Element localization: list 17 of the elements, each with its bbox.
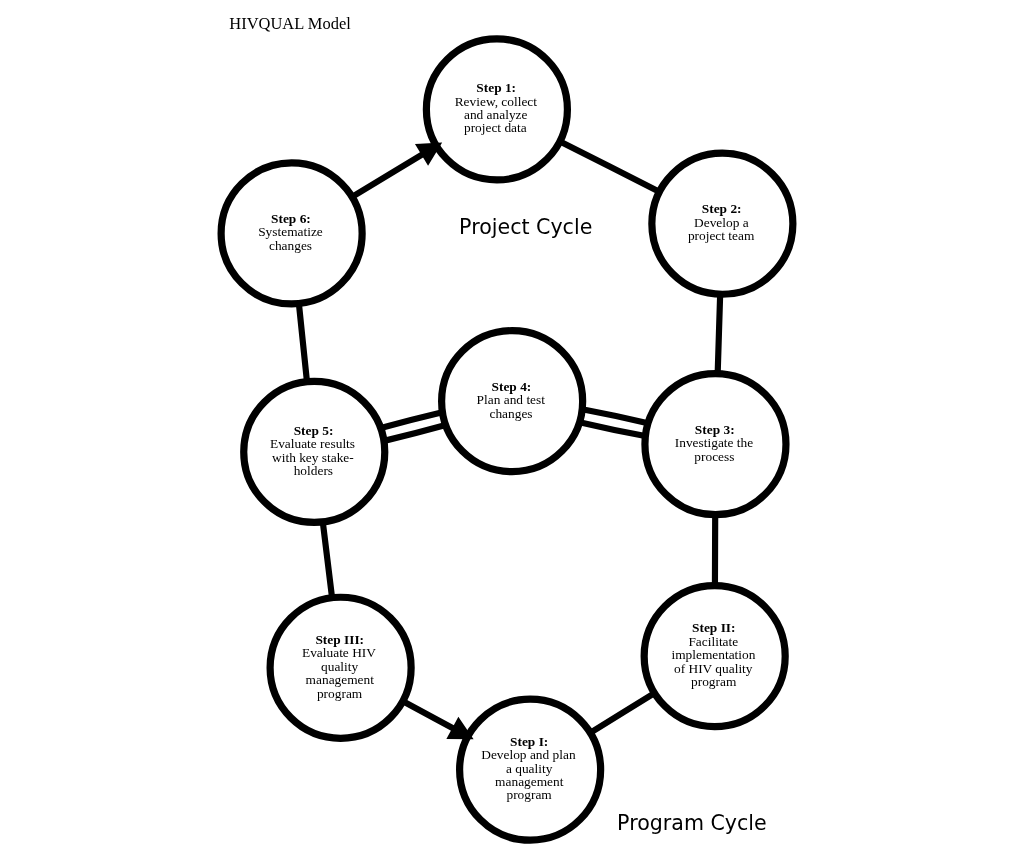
connector (714, 294, 723, 374)
connector (295, 303, 310, 382)
node-circle: Step 1: Review, collect and analyze project data (422, 35, 571, 184)
node-circle: Step 3: Investigate the process (640, 370, 790, 519)
node-circle: Step 6: Systematize changes (217, 159, 366, 308)
node-circle: Step 5: Evaluate results with key stake- holders (239, 377, 388, 527)
connector (588, 690, 656, 736)
node-circle: Step I: Develop and plan a quality management program (455, 695, 604, 844)
label: Program Cycle (616, 810, 767, 835)
node-circle: Step 4: Plan and test changes (437, 327, 586, 476)
arrow (350, 142, 442, 200)
node-circle: Step II: Facilitate implementation of HIV quality program (640, 582, 789, 731)
node-circle: Step III: Evaluate HIV quality management program (266, 593, 415, 742)
connector (558, 138, 661, 195)
label: Project Cycle (458, 215, 592, 240)
node-circle: Step 2: Develop a project team (647, 149, 796, 298)
diagram-title: HIVQUAL Model (228, 14, 351, 34)
